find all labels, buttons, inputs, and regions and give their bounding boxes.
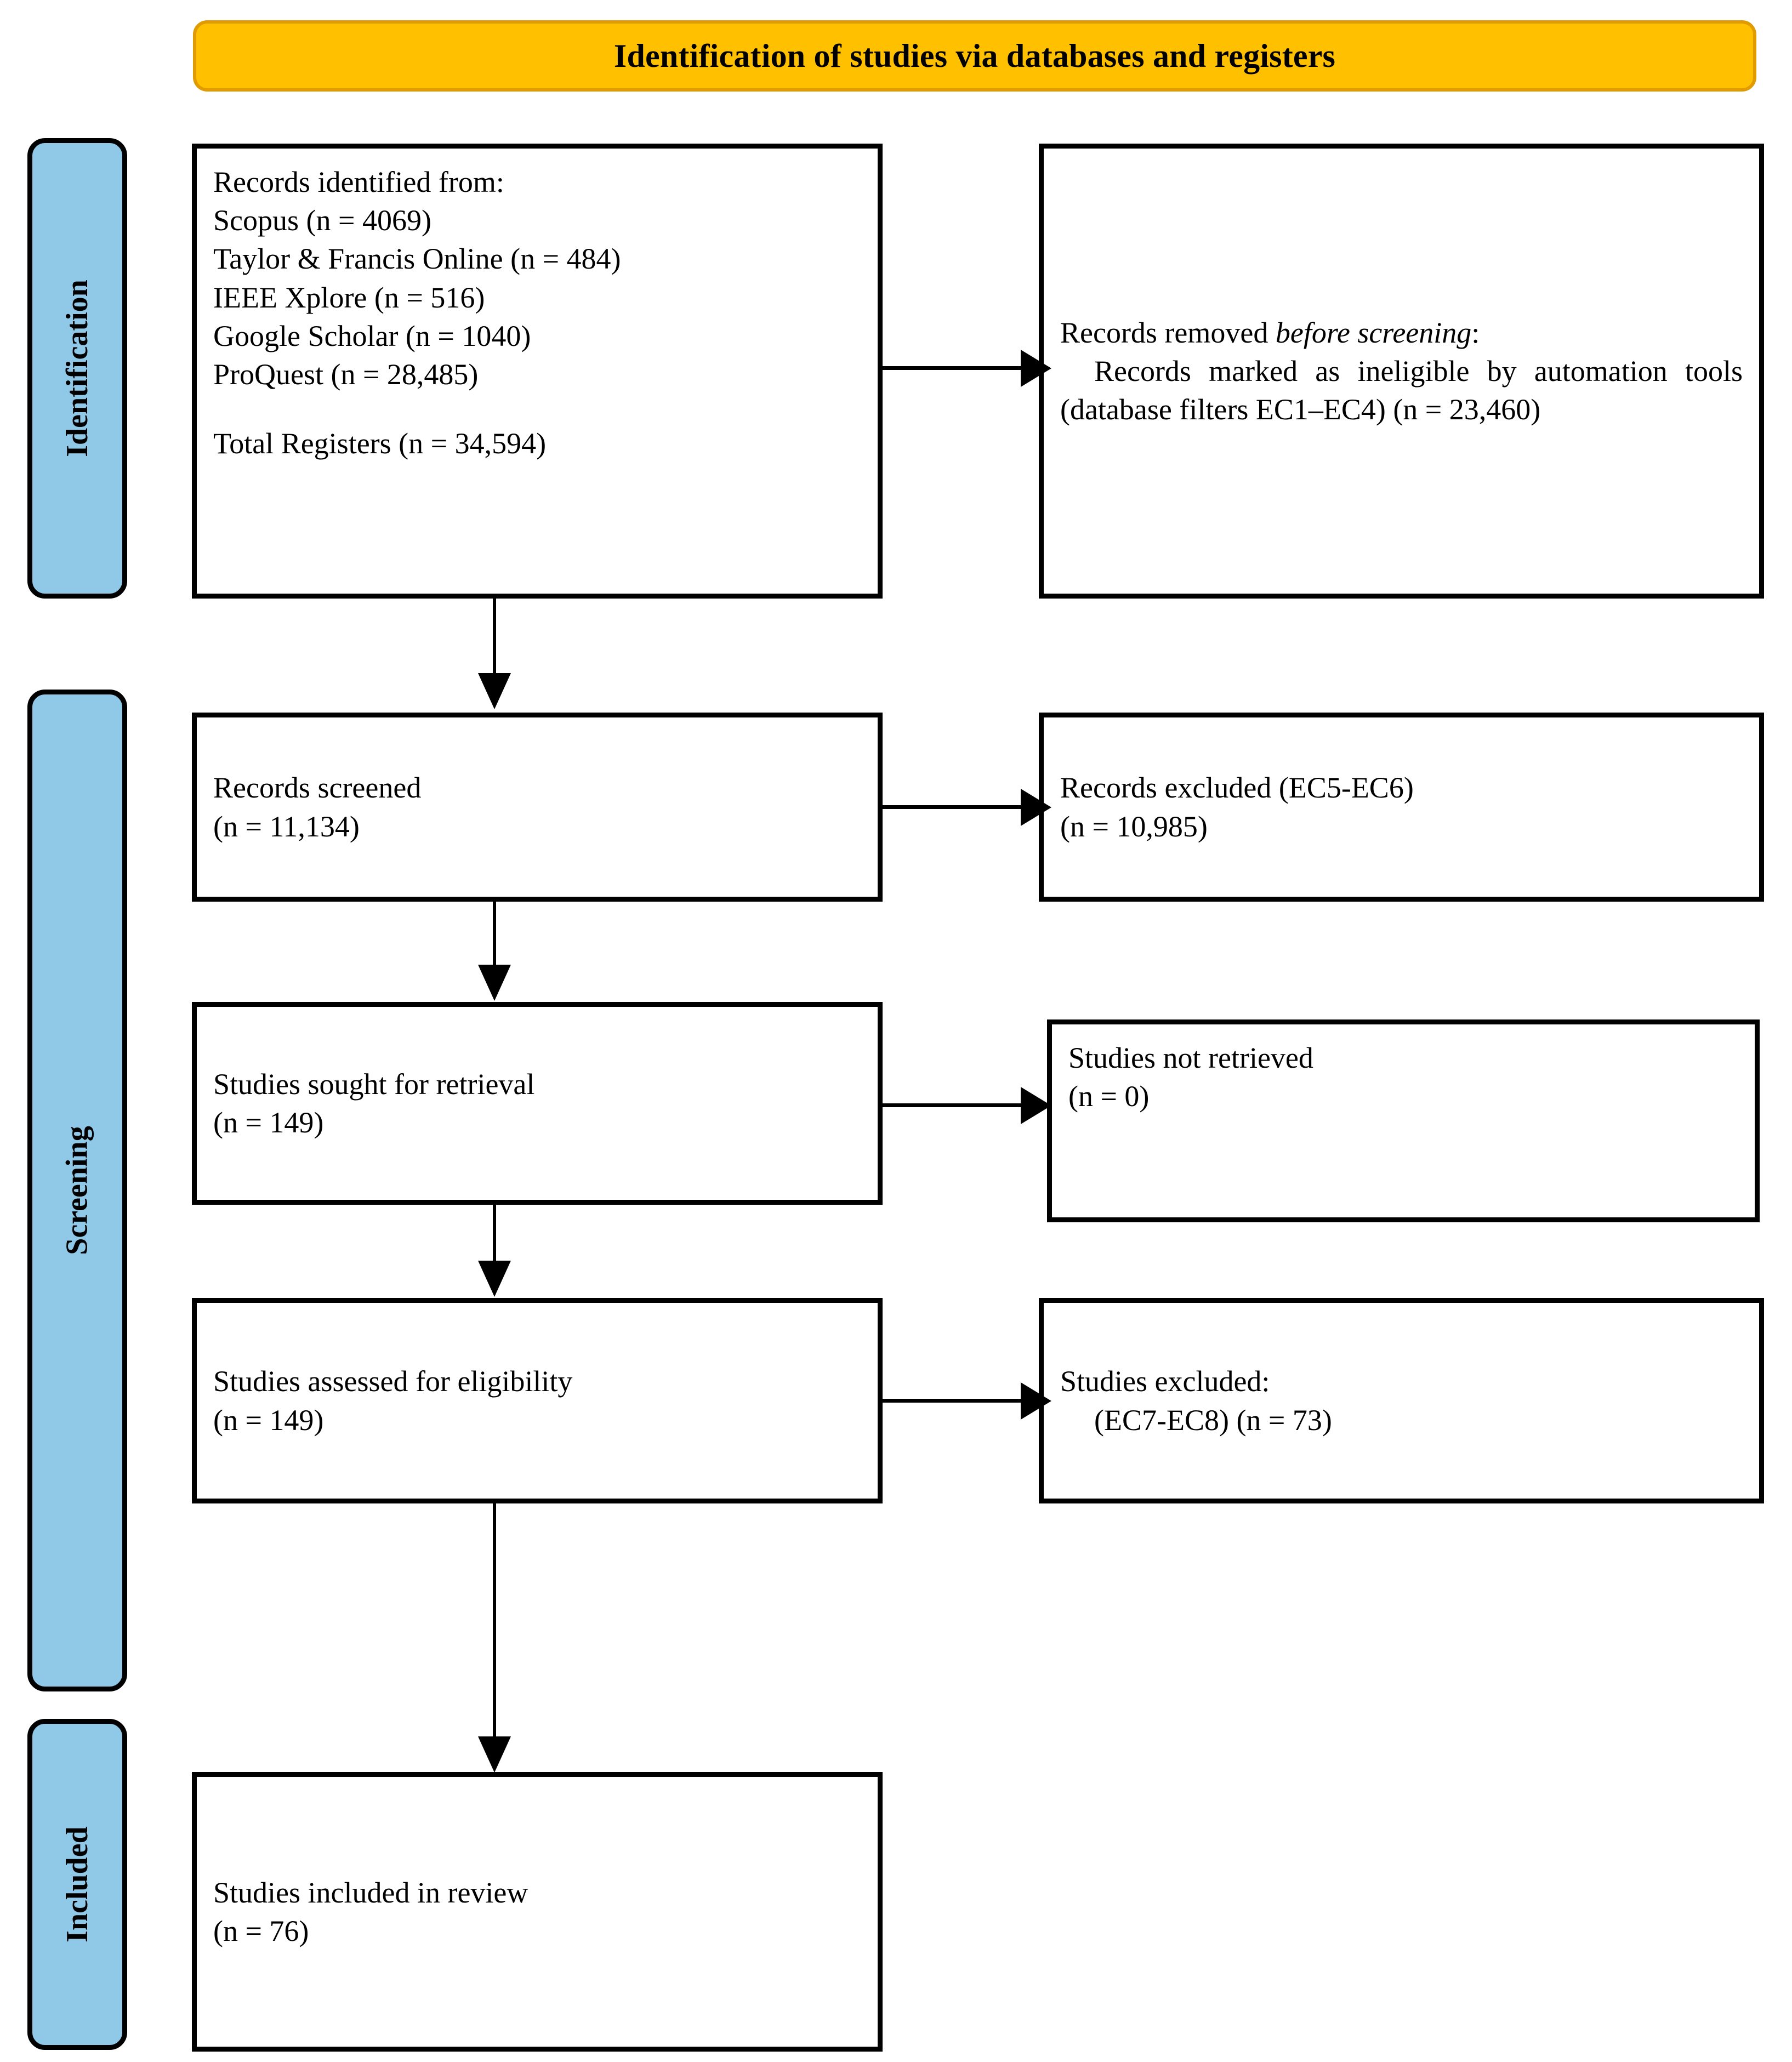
diagram-header-banner: Identification of studies via databases …: [193, 20, 1756, 92]
studies-assessed-count: (n = 149): [213, 1403, 324, 1437]
arrowhead-down-icon: [478, 1261, 511, 1297]
studies-not-retrieved-label: Studies not retrieved: [1068, 1041, 1313, 1074]
connector-assessed-to-included: [493, 1503, 496, 1739]
studies-assessed-label: Studies assessed for eligibility: [213, 1365, 573, 1398]
studies-sought-count: (n = 149): [213, 1106, 324, 1139]
arrowhead-right-icon: [1021, 1382, 1051, 1420]
box-studies-not-retrieved: Studies not retrieved (n = 0): [1047, 1019, 1760, 1222]
studies-excluded-label: Studies excluded:: [1060, 1365, 1270, 1398]
connector-assessed-to-studies-excluded: [883, 1399, 1024, 1403]
stage-bar-screening: Screening: [27, 690, 127, 1691]
records-removed-heading: Records removed before screening:: [1060, 314, 1743, 352]
stage-bar-included: Included: [27, 1719, 127, 2050]
stage-label-included: Included: [60, 1826, 95, 1943]
box-records-excluded: Records excluded (EC5-EC6) (n = 10,985): [1039, 713, 1764, 902]
box-records-identified: Records identified from: Scopus (n = 406…: [192, 144, 883, 599]
box-studies-excluded: Studies excluded: (EC7-EC8) (n = 73): [1039, 1298, 1764, 1503]
records-removed-heading-emphasis: before screening: [1275, 316, 1472, 349]
arrowhead-right-icon: [1021, 789, 1051, 826]
source-scopus: Scopus (n = 4069): [213, 204, 431, 237]
records-removed-detail: Records marked as ineligible by automati…: [1060, 354, 1743, 426]
studies-included-label: Studies included in review: [213, 1876, 528, 1909]
studies-included-count: (n = 76): [213, 1915, 309, 1947]
studies-excluded-detail: (EC7-EC8) (n = 73): [1094, 1403, 1332, 1437]
box-studies-sought: Studies sought for retrieval (n = 149): [192, 1002, 883, 1205]
studies-not-retrieved-count: (n = 0): [1068, 1080, 1150, 1113]
source-proquest: ProQuest (n = 28,485): [213, 357, 479, 391]
stage-label-identification: Identification: [60, 280, 94, 457]
records-removed-heading-suffix: :: [1471, 316, 1480, 349]
arrowhead-right-icon: [1021, 1087, 1051, 1124]
box-records-screened: Records screened (n = 11,134): [192, 713, 883, 902]
connector-identified-to-removed: [883, 366, 1024, 370]
stage-label-screening: Screening: [60, 1126, 94, 1255]
records-screened-count: (n = 11,134): [213, 810, 360, 843]
box-records-removed: Records removed before screening: Record…: [1039, 144, 1764, 599]
arrowhead-down-icon: [478, 1736, 511, 1773]
total-registers: Total Registers (n = 34,594): [213, 427, 547, 460]
arrowhead-right-icon: [1021, 350, 1051, 387]
records-excluded-label: Records excluded (EC5-EC6): [1060, 771, 1414, 805]
arrowhead-down-icon: [478, 965, 511, 1001]
source-ieee-xplore: IEEE Xplore (n = 516): [213, 281, 485, 314]
page-title: Identification of studies via databases …: [613, 37, 1336, 74]
arrowhead-down-icon: [478, 673, 511, 709]
records-excluded-count: (n = 10,985): [1060, 810, 1208, 843]
source-taylor-francis: Taylor & Francis Online (n = 484): [213, 242, 621, 276]
records-removed-heading-prefix: Records removed: [1060, 316, 1276, 349]
stage-bar-identification: Identification: [27, 138, 127, 599]
box-studies-included: Studies included in review (n = 76): [192, 1772, 883, 2052]
connector-screened-to-excluded: [883, 805, 1024, 809]
connector-sought-to-assessed: [493, 1205, 496, 1263]
connector-sought-to-not-retrieved: [883, 1103, 1024, 1107]
studies-sought-label: Studies sought for retrieval: [213, 1067, 535, 1101]
box-studies-assessed: Studies assessed for eligibility (n = 14…: [192, 1298, 883, 1503]
connector-identified-to-screened: [493, 599, 496, 676]
records-identified-heading: Records identified from:: [213, 166, 504, 198]
records-screened-label: Records screened: [213, 771, 422, 805]
connector-screened-to-sought: [493, 902, 496, 967]
source-google-scholar: Google Scholar (n = 1040): [213, 319, 531, 352]
